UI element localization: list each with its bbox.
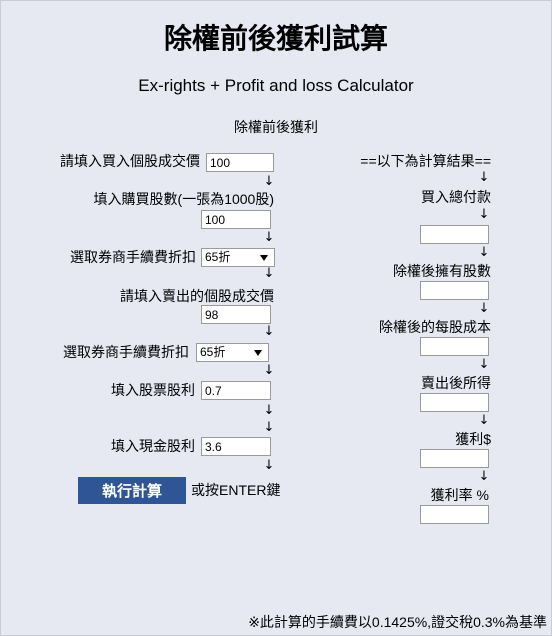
down-arrow-icon: ↓ (263, 174, 275, 189)
down-arrow-icon: ↓ (263, 363, 275, 378)
result-cost-per-share-field[interactable] (420, 337, 489, 356)
buy-discount-label: 選取券商手續費折扣 (70, 249, 196, 265)
footer-note: ※此計算的手續費以0.1425%,證交稅0.3%為基準 (248, 614, 547, 630)
result-label-profit-rate: 獲利率 % (430, 487, 489, 503)
stock-dividend-label: 填入股票股利 (111, 382, 195, 398)
result-label-shares-after: 除權後擁有股數 (393, 263, 491, 279)
result-label-total-payment: 買入總付款 (421, 189, 491, 205)
down-arrow-icon: ↓ (263, 324, 275, 339)
down-arrow-icon: ↓ (478, 469, 490, 484)
enter-hint: 或按ENTER鍵 (191, 482, 281, 498)
stock-dividend-input[interactable] (201, 381, 271, 400)
down-arrow-icon: ↓ (478, 245, 490, 260)
down-arrow-icon: ↓ (478, 170, 490, 185)
down-arrow-icon: ↓ (478, 301, 490, 316)
down-arrow-icon: ↓ (263, 458, 275, 473)
sell-discount-selected: 65折 (200, 345, 226, 359)
sell-price-input[interactable] (201, 305, 271, 324)
buy-price-input[interactable] (206, 153, 274, 172)
down-arrow-icon: ↓ (478, 357, 490, 372)
result-profit-field[interactable] (420, 449, 489, 468)
result-label-cost-per-share: 除權後的每股成本 (379, 319, 491, 335)
chevron-down-icon (260, 255, 268, 261)
sell-discount-label: 選取券商手續費折扣 (63, 344, 189, 360)
result-label-profit: 獲利$ (455, 431, 491, 447)
sell-price-label: 請填入賣出的個股成交價 (120, 288, 274, 304)
shares-input[interactable] (201, 210, 271, 229)
result-profit-rate-field[interactable] (420, 505, 489, 524)
cash-dividend-label: 填入現金股利 (111, 438, 195, 454)
down-arrow-icon: ↓ (478, 413, 490, 428)
page-subtitle: Ex-rights + Profit and loss Calculator (138, 76, 414, 95)
result-label-sale-proceeds: 賣出後所得 (421, 375, 491, 391)
buy-discount-selected: 65折 (205, 250, 231, 264)
shares-label: 填入購買股數(一張為1000股) (93, 191, 274, 207)
result-sale-proceeds-field[interactable] (420, 393, 489, 412)
down-arrow-icon: ↓ (263, 230, 275, 245)
result-total-payment-field[interactable] (420, 225, 489, 244)
down-arrow-icon: ↓ (478, 207, 490, 222)
down-arrow-icon: ↓ (263, 420, 275, 435)
buy-price-label: 請填入買入個股成交價 (60, 153, 200, 169)
result-shares-after-field[interactable] (420, 281, 489, 300)
down-arrow-icon: ↓ (263, 403, 275, 418)
calculate-button[interactable]: 執行計算 (78, 477, 186, 504)
page-title: 除權前後獲利試算 (163, 23, 388, 54)
chevron-down-icon (254, 350, 262, 356)
cash-dividend-input[interactable] (201, 437, 271, 456)
down-arrow-icon: ↓ (263, 266, 275, 281)
sell-discount-select[interactable]: 65折 (196, 343, 269, 362)
results-header: ==以下為計算結果== (360, 153, 491, 169)
buy-discount-select[interactable]: 65折 (201, 248, 275, 267)
section-label: 除權前後獲利 (234, 119, 318, 135)
